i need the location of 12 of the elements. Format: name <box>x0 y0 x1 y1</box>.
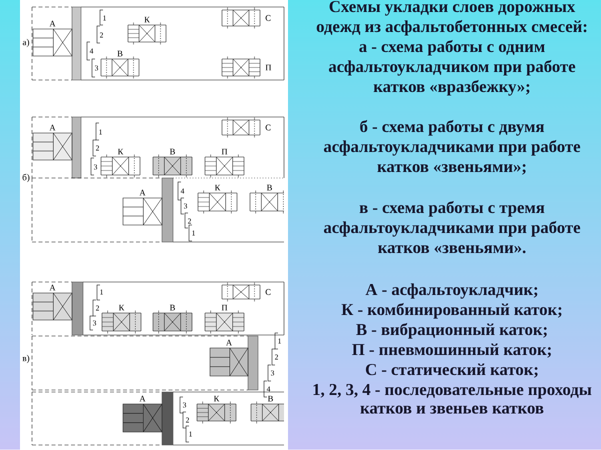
key-entry: 1, 2, 3, 4 - последовательные проходы катков и звеньев катков <box>314 384 592 414</box>
scheme-label: в) <box>22 354 30 364</box>
description-text: а - схема работы с одним асфальтоукладчиком при работе катков «вразбежку»; <box>328 40 576 96</box>
key-entry: К - комбинированный каток; <box>342 303 562 319</box>
heading: Схемы укладки слоев дорожных одежд из асфальтобетонных смесей: <box>316 0 586 36</box>
key-entry: В - вибрационный каток; <box>356 323 547 339</box>
description-text: в - схема работы с тремя асфальтоукладчиками при работе катков «звеньями». <box>324 201 580 254</box>
scheme-label: б) <box>22 174 30 182</box>
key-entry: С - статический каток; <box>366 364 538 378</box>
key-entry: П - пневмошинный каток; <box>352 344 551 358</box>
key-entry: А - асфальтоукладчик; <box>366 283 538 299</box>
description-text: б - схема работы с двумя асфальтоукладчиками при работе катков «звеньями»; <box>324 120 580 175</box>
